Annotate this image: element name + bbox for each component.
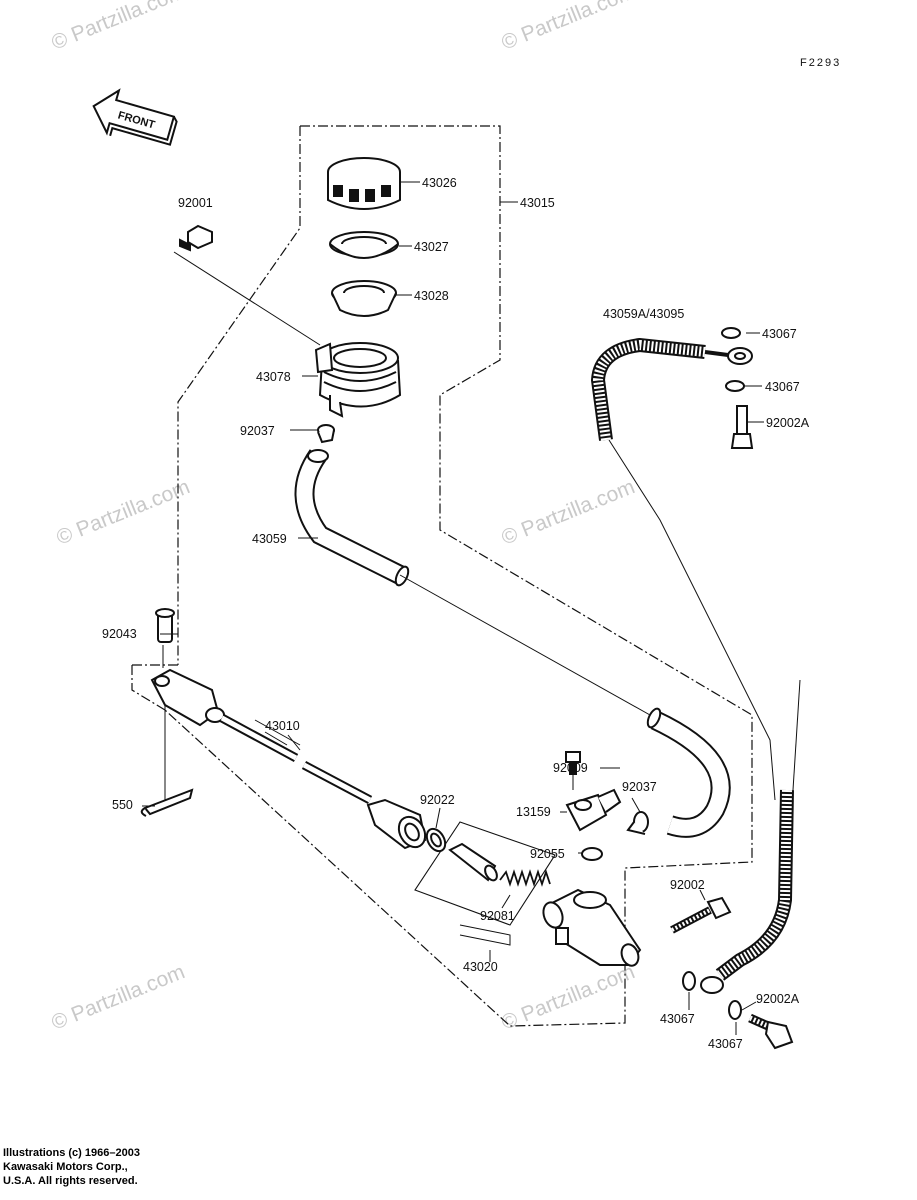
push-rod-joint <box>150 668 225 727</box>
washers-bottom <box>682 971 742 1020</box>
part-label-43067: 43067 <box>708 1037 743 1051</box>
part-label-92002a: 92002A <box>756 992 800 1006</box>
part-label-92001: 92001 <box>178 196 213 210</box>
copyright-line: U.S.A. All rights reserved. <box>3 1175 138 1187</box>
watermark: © Partzilla.com <box>498 475 638 549</box>
part-label-13159: 13159 <box>516 805 551 819</box>
reservoir-cap <box>327 157 401 210</box>
part-label-92037: 92037 <box>622 780 657 794</box>
piston-kit-box <box>414 821 556 946</box>
o-ring <box>581 847 603 861</box>
pin-92043 <box>155 608 175 643</box>
clutch-hose <box>590 337 794 994</box>
piston <box>448 842 498 882</box>
hose-fitting <box>565 788 622 832</box>
part-label-92002a: 92002A <box>766 416 810 430</box>
part-label-43010: 43010 <box>265 719 300 733</box>
banjo-bolt-top <box>730 405 754 449</box>
watermark: © Partzilla.com <box>48 960 188 1034</box>
part-label-43059: 43059 <box>252 532 287 546</box>
hose-clamp-top <box>317 424 335 444</box>
copyright-notice: Illustrations (c) 1966–2003 Kawasaki Mot… <box>3 1146 140 1188</box>
leader-lines <box>162 251 801 801</box>
part-label-92002: 92002 <box>670 878 705 892</box>
copyright-line: Illustrations (c) 1966–2003 <box>3 1147 140 1159</box>
watermark: © Partzilla.com <box>498 0 638 55</box>
part-number-text: 43026 43015 92001 43027 43028 43059A/430… <box>102 176 810 1051</box>
diaphragm-plate <box>329 231 399 259</box>
mounting-bolt <box>670 896 732 934</box>
master-cylinder <box>542 888 642 967</box>
part-label-92043: 92043 <box>102 627 137 641</box>
reservoir-assembly-outline <box>131 125 753 1027</box>
circlip <box>425 827 447 853</box>
part-label-43027: 43027 <box>414 240 449 254</box>
part-label-92055: 92055 <box>530 847 565 861</box>
diaphragm <box>331 280 397 317</box>
watermark: © Partzilla.com <box>498 960 638 1034</box>
part-label-43015: 43015 <box>520 196 555 210</box>
lower-hose <box>646 707 731 838</box>
hose-clamp-bottom <box>626 811 649 835</box>
part-label-43067: 43067 <box>765 380 800 394</box>
watermarks: © Partzilla.com © Partzilla.com © Partzi… <box>48 0 638 1035</box>
part-label-43067: 43067 <box>660 1012 695 1026</box>
front-arrow: FRONT <box>92 88 178 146</box>
part-label-92022: 92022 <box>420 793 455 807</box>
push-rod <box>219 714 373 804</box>
part-labels <box>142 181 764 1035</box>
part-label-92037: 92037 <box>240 424 275 438</box>
cotter-pin <box>140 788 194 817</box>
reservoir-hose <box>294 449 651 716</box>
watermark: © Partzilla.com <box>53 475 193 549</box>
part-label-43067: 43067 <box>762 327 797 341</box>
part-label-92081: 92081 <box>480 909 515 923</box>
spring <box>499 869 551 887</box>
part-label-43026: 43026 <box>422 176 457 190</box>
bolt-92001 <box>179 224 213 252</box>
figure-code: F2293 <box>800 57 841 69</box>
part-label-43078: 43078 <box>256 370 291 384</box>
banjo-bolt-bottom <box>748 1013 794 1050</box>
part-label-43059a-43095: 43059A/43095 <box>603 307 684 321</box>
reservoir <box>314 342 402 418</box>
part-label-550: 550 <box>112 798 133 812</box>
part-label-43020: 43020 <box>463 960 498 974</box>
copyright-line: Kawasaki Motors Corp., <box>3 1161 128 1173</box>
part-label-92009: 92009 <box>553 761 588 775</box>
screw-92009 <box>565 751 581 775</box>
dust-boot <box>366 798 427 850</box>
part-label-43028: 43028 <box>414 289 449 303</box>
watermark: © Partzilla.com <box>48 0 188 55</box>
